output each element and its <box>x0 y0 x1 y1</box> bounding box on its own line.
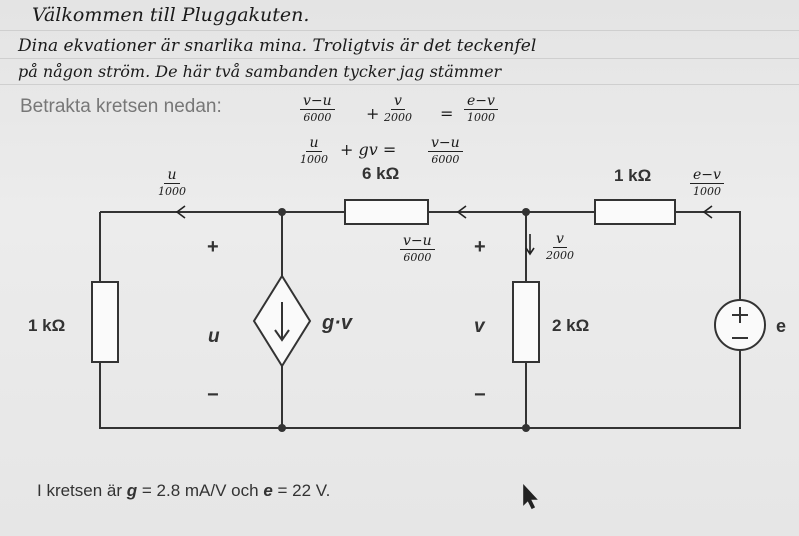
numerator: v <box>553 232 567 248</box>
node <box>522 208 530 216</box>
numerator: v−u <box>400 234 435 250</box>
eq1-plus: + <box>366 104 380 123</box>
voltage-source <box>714 299 766 351</box>
denominator: 2000 <box>546 249 574 262</box>
label-r-2k: 2 kΩ <box>552 316 590 335</box>
resistor-2k <box>512 281 540 363</box>
label-u: u <box>208 326 220 347</box>
node <box>522 424 530 432</box>
numerator: e−v <box>464 94 498 110</box>
eq1-equals: = <box>440 104 454 123</box>
problem-statement: I kretsen är g = 2.8 mA/V och e = 22 V. <box>37 481 330 501</box>
label-u-minus: − <box>207 384 219 406</box>
denominator: 2000 <box>384 111 412 124</box>
label-gv: g·v <box>322 312 352 334</box>
denominator: 1000 <box>466 111 495 124</box>
label-u-plus: + <box>207 236 219 258</box>
label-v: v <box>474 316 485 337</box>
arrow-down-icon <box>274 302 290 342</box>
node <box>278 424 286 432</box>
symbol-g: g <box>126 481 138 500</box>
label-v-minus: − <box>474 384 486 406</box>
statement-pre: I kretsen är <box>37 481 127 500</box>
current-arrow-6k-icon <box>456 205 467 219</box>
handwritten-comment-line-2: på någon ström. De här två sambanden tyc… <box>18 62 502 81</box>
label-r-6k: 6 kΩ <box>362 164 400 183</box>
resistor-1k-top-right <box>594 199 676 225</box>
prompt-text: Betrakta kretsen nedan: <box>20 96 222 117</box>
denominator: 6000 <box>431 153 460 166</box>
handwritten-greeting: Välkommen till Pluggakuten. <box>32 4 310 26</box>
label-r-top-right: 1 kΩ <box>614 166 652 185</box>
label-e: e <box>776 316 787 336</box>
eq2-middle: + gv = <box>340 140 397 159</box>
denominator: 1000 <box>158 185 186 198</box>
numerator: v−u <box>300 94 335 110</box>
handwritten-comment-line-1: Dina ekvationer är snarlika mina. Trolig… <box>18 36 537 56</box>
current-arrow-2k-icon <box>525 234 535 256</box>
numerator: e−v <box>690 168 724 184</box>
statement-e-value: = 22 V. <box>272 481 331 500</box>
current-arrow-right-icon <box>702 205 713 219</box>
wire-top-left <box>99 211 741 429</box>
resistor-1k-left <box>91 281 119 363</box>
plus-minus-icon <box>732 307 748 339</box>
numerator: v <box>391 94 405 110</box>
symbol-e: e <box>263 481 273 500</box>
mouse-cursor-icon <box>523 483 538 510</box>
numerator: u <box>306 136 322 152</box>
statement-g-value: = 2.8 mA/V och <box>137 481 264 500</box>
current-arrow-left-icon <box>175 205 186 219</box>
label-v-plus: + <box>474 236 486 258</box>
denominator: 1000 <box>300 153 328 166</box>
denominator: 6000 <box>303 111 332 124</box>
denominator: 6000 <box>403 251 432 264</box>
denominator: 1000 <box>692 185 721 198</box>
numerator: v−u <box>428 136 463 152</box>
label-r-left: 1 kΩ <box>28 316 66 335</box>
resistor-6k <box>344 199 429 225</box>
node <box>278 208 286 216</box>
numerator: u <box>164 168 180 184</box>
